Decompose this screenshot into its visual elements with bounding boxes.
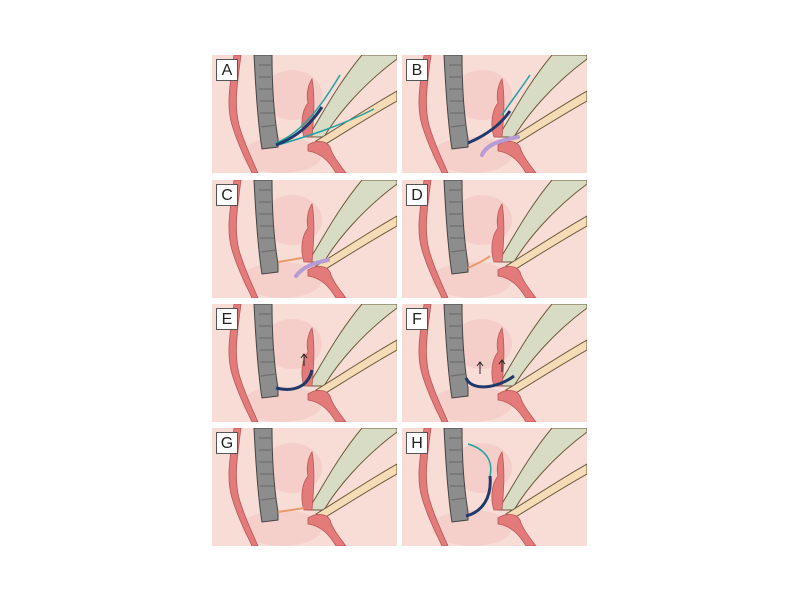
- panel-c: C: [212, 180, 397, 298]
- guidewire-teal: [277, 108, 375, 146]
- panel-label: H: [406, 432, 428, 454]
- papilla: [491, 326, 505, 387]
- pancreatic-duct: [314, 463, 397, 519]
- bile-duct: [307, 180, 397, 263]
- panel-label: C: [216, 184, 238, 206]
- pancreatic-stent: [294, 258, 330, 278]
- panel-label: D: [406, 184, 428, 206]
- guidewire-dark: [465, 475, 492, 518]
- panel-label: A: [216, 59, 238, 81]
- bile-duct: [497, 180, 587, 263]
- duodenal-wall: [228, 304, 259, 422]
- papilla-lower: [497, 141, 537, 173]
- panel-illustration: [402, 428, 587, 546]
- panel-g: G: [212, 428, 397, 546]
- panel-illustration: [212, 55, 397, 173]
- guidewire-teal: [275, 74, 341, 144]
- pancreatic-duct: [504, 463, 587, 519]
- guidewire-dark: [464, 374, 515, 389]
- papilla: [491, 450, 505, 511]
- panel-e: E: [212, 304, 397, 422]
- pancreatic-duct: [314, 215, 397, 271]
- duodenal-wall: [228, 180, 259, 298]
- papilla-lower: [307, 390, 347, 422]
- papilla-lower: [497, 514, 537, 546]
- duodenal-wall: [418, 428, 449, 546]
- panel-illustration: [402, 180, 587, 298]
- panel-illustration: [212, 304, 397, 422]
- papilla-lower: [497, 390, 537, 422]
- pancreatic-duct: [504, 339, 587, 395]
- bile-duct: [497, 55, 587, 138]
- papilla-lower: [307, 266, 347, 298]
- bile-duct: [307, 55, 397, 138]
- panel-illustration: [402, 55, 587, 173]
- panel-label: B: [406, 59, 428, 81]
- arrow-up-icon: [498, 359, 506, 372]
- panel-label: F: [406, 308, 428, 330]
- duodenal-wall: [228, 428, 259, 546]
- bile-duct: [307, 304, 397, 387]
- papilla-lower: [497, 266, 537, 298]
- pancreatic-duct: [314, 339, 397, 395]
- papilla: [491, 202, 505, 263]
- catheter: [467, 255, 491, 269]
- panel-b: B: [402, 55, 587, 173]
- duodenal-wall: [418, 55, 449, 173]
- panel-illustration: [402, 304, 587, 422]
- duodenal-wall: [418, 180, 449, 298]
- guidewire-dark: [275, 106, 324, 147]
- guidewire-teal: [501, 74, 531, 116]
- catheter: [277, 507, 305, 513]
- pancreatic-duct: [314, 90, 397, 146]
- papilla: [301, 450, 315, 511]
- bile-duct: [497, 304, 587, 387]
- duodenal-wall: [418, 304, 449, 422]
- duodenal-wall: [228, 55, 259, 173]
- panel-illustration: [212, 428, 397, 546]
- guidewire-teal: [467, 443, 492, 477]
- arrow-up-icon: [476, 361, 484, 374]
- papilla-lower: [307, 514, 347, 546]
- guidewire-dark: [467, 110, 512, 145]
- panel-f: F: [402, 304, 587, 422]
- panel-label: E: [216, 308, 238, 330]
- pancreatic-duct: [504, 90, 587, 146]
- papilla-lower: [307, 141, 347, 173]
- guidewire-dark: [275, 369, 314, 391]
- bile-duct: [497, 428, 587, 511]
- panel-illustration: [212, 180, 397, 298]
- panel-label: G: [216, 432, 238, 454]
- bile-duct: [307, 428, 397, 511]
- papilla: [301, 202, 315, 263]
- pancreatic-stent: [480, 135, 520, 157]
- catheter: [277, 257, 303, 263]
- panel-d: D: [402, 180, 587, 298]
- panel-h: H: [402, 428, 587, 546]
- pancreatic-duct: [504, 215, 587, 271]
- panel-a: A: [212, 55, 397, 173]
- arrow-up-icon: [300, 353, 308, 366]
